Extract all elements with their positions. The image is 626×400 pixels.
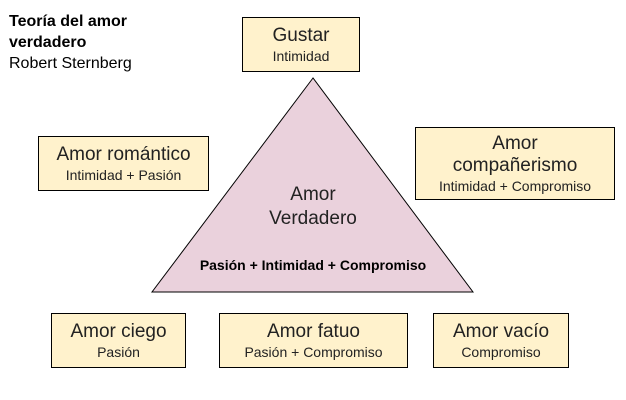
box-title: Amor vacío <box>452 320 550 342</box>
author: Robert Sternberg <box>9 55 132 72</box>
box-title: compañerismo <box>452 154 578 176</box>
diagram-title: Teoría del amor verdadero Robert Sternbe… <box>9 11 132 74</box>
box-subtitle: Intimidad <box>272 47 330 64</box>
title-line-2: verdadero <box>9 34 87 51</box>
box-subtitle: Pasión + Compromiso <box>244 343 383 360</box>
box-vacio: Amor vacío Compromiso <box>433 313 569 368</box>
center-components: Pasión + Intimidad + Compromiso <box>199 257 427 273</box>
box-title: Amor <box>492 132 538 154</box>
box-subtitle: Intimidad + Compromiso <box>438 177 592 194</box>
box-subtitle: Pasión <box>97 343 140 360</box>
box-title: Amor ciego <box>70 320 167 342</box>
box-companerismo: Amor compañerismo Intimidad + Compromiso <box>415 127 615 200</box>
box-romantico: Amor romántico Intimidad + Pasión <box>38 136 209 191</box>
box-title: Amor romántico <box>56 143 191 165</box>
triangle-label: Amor Verdadero <box>213 183 413 231</box>
box-subtitle: Intimidad + Pasión <box>65 166 182 183</box>
box-ciego: Amor ciego Pasión <box>51 313 186 368</box>
box-subtitle: Compromiso <box>461 343 541 360</box>
center-line-2: Verdadero <box>269 208 357 229</box>
box-title: Amor fatuo <box>267 320 360 342</box>
title-line-1: Teoría del amor <box>9 13 127 30</box>
box-gustar: Gustar Intimidad <box>242 17 360 72</box>
box-title: Gustar <box>272 24 330 46</box>
center-line-1: Amor <box>290 184 336 205</box>
box-fatuo: Amor fatuo Pasión + Compromiso <box>219 313 408 368</box>
